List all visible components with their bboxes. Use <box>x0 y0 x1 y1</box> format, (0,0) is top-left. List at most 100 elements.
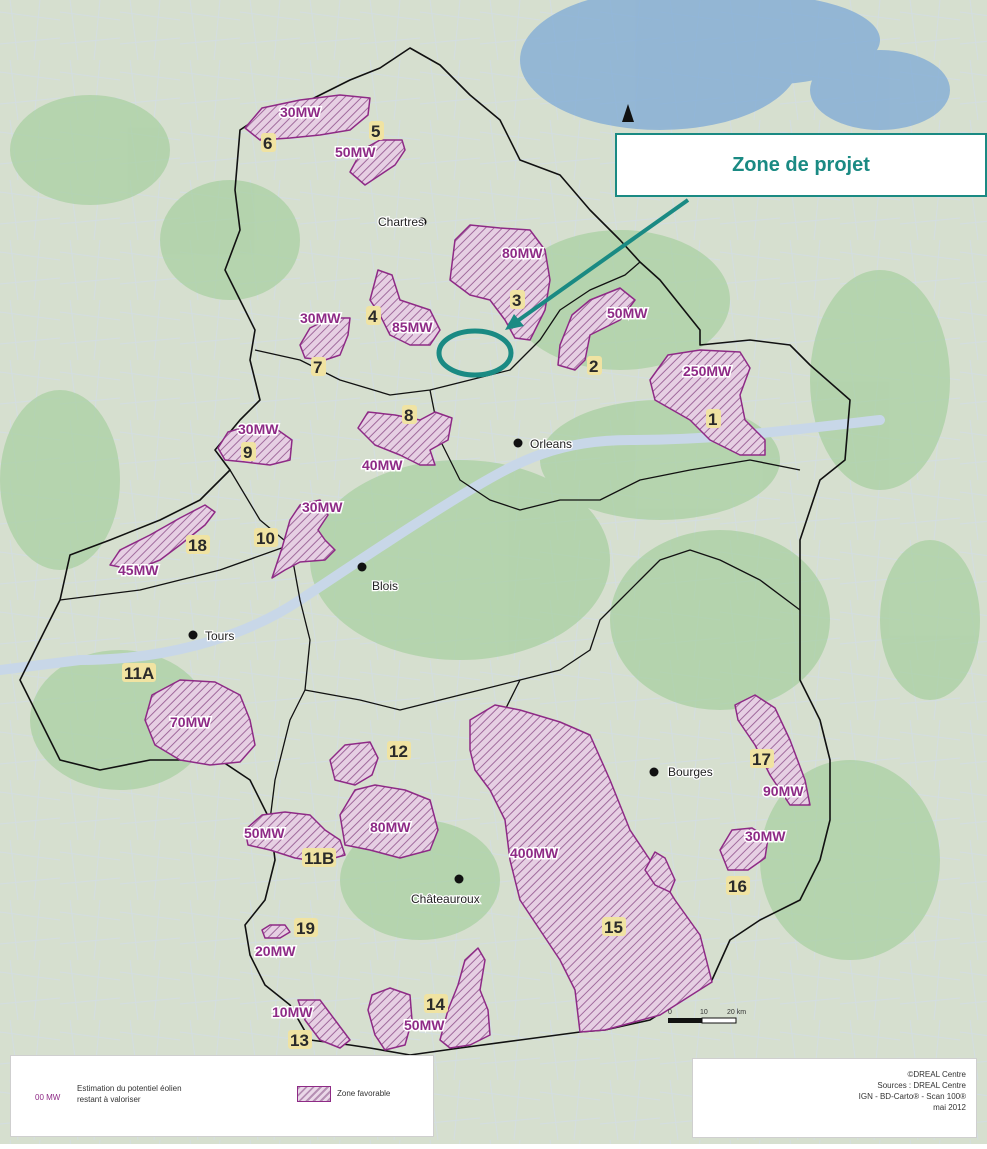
city-label-bourges: Bourges <box>668 765 713 779</box>
zone-14-shape <box>367 987 413 1051</box>
zone-mw-label-4: 85MW <box>392 319 433 335</box>
zone-number-bg-3 <box>510 290 525 309</box>
zone-number-16: 16 <box>728 877 747 896</box>
zone-mw-label-12: 80MW <box>370 819 411 835</box>
legend: 00 MW Estimation du potentiel éolien res… <box>10 1055 434 1137</box>
zone-number-bg-19 <box>294 918 318 937</box>
zone-number-15: 15 <box>604 918 623 937</box>
zone-number-bg-18 <box>186 535 210 554</box>
zone-16-shape <box>719 827 769 871</box>
favorable-zones <box>109 94 811 1051</box>
zone-number-1: 1 <box>708 410 717 429</box>
zone-14b-shape <box>439 947 491 1049</box>
zone-number-5: 5 <box>371 122 380 141</box>
zone-3-shape <box>449 224 551 341</box>
zone-15-shape <box>469 704 713 1033</box>
project-zone-callout: Zone de projet <box>615 133 987 197</box>
zone-mw-label-10: 30MW <box>302 499 343 515</box>
zone-number-bg-11b <box>302 848 336 867</box>
zone-mw-label-19: 20MW <box>255 943 296 959</box>
credit-line-3: IGN - BD-Carto® - Scan 100® <box>858 1092 966 1101</box>
city-dot-orleans <box>513 438 523 448</box>
scale-bar: 0 10 20 km <box>668 1009 746 1024</box>
zone-mw-label-17: 90MW <box>763 783 804 799</box>
project-zone-arrow <box>514 198 690 324</box>
project-zone-ellipse <box>436 328 514 378</box>
credit-line-4: mai 2012 <box>933 1103 966 1112</box>
zone-number-bg-2 <box>587 356 602 375</box>
zone-mw-label-9: 30MW <box>238 421 279 437</box>
zone-number-10: 10 <box>256 529 275 548</box>
zone-8-shape <box>357 411 453 466</box>
zone-number-9: 9 <box>243 443 252 462</box>
city-dot-chartres <box>417 217 427 227</box>
city-label-tours: Tours <box>205 629 234 643</box>
zone-mw-label-5: 50MW <box>335 144 376 160</box>
credit-line-1: ©DREAL Centre <box>907 1070 966 1079</box>
zone-mw-label-1: 250MW <box>683 363 732 379</box>
city-markers: ChartresOrleansBloisToursBourgesChâteaur… <box>188 214 714 907</box>
zone-mw-label-2: 50MW <box>607 305 648 321</box>
forest-areas <box>0 95 980 960</box>
region-boundary <box>19 47 851 1056</box>
zone-mw-label-16: 30MW <box>745 828 786 844</box>
zone-mw-label-7: 30MW <box>300 310 341 326</box>
zone-number-bg-8 <box>402 405 417 424</box>
zone-number-bg-5 <box>369 121 384 140</box>
zone-13-shape <box>297 999 351 1049</box>
zone-number-bg-1 <box>706 409 721 428</box>
scale-mark-20: 20 km <box>727 1009 746 1016</box>
zone-mw-label-11a: 70MW <box>170 714 211 730</box>
zone-12-shape <box>329 741 379 786</box>
zone-10-shape <box>271 499 336 579</box>
zone-mw-label-11b: 50MW <box>244 825 285 841</box>
city-dot-blois <box>357 562 367 572</box>
zone-number-bg-15 <box>602 917 626 936</box>
credit-line-2: Sources : DREAL Centre <box>877 1081 966 1090</box>
zone-number-6: 6 <box>263 134 272 153</box>
zone-number-13: 13 <box>290 1031 309 1050</box>
legend-mw-description: Estimation du potentiel éolien restant à… <box>77 1084 182 1104</box>
zone-number-2: 2 <box>589 357 598 376</box>
zone-number-4: 4 <box>368 307 378 326</box>
zone-number-bg-13 <box>288 1030 312 1049</box>
zone-number-7: 7 <box>313 358 322 377</box>
city-label-chateauroux: Châteauroux <box>411 892 480 906</box>
zone-16b-shape <box>644 851 676 893</box>
zone-19-shape <box>261 924 291 939</box>
zone-6-shape <box>244 94 371 141</box>
city-label-chartres: Chartres <box>378 215 424 229</box>
scale-mark-10: 10 <box>700 1009 708 1016</box>
zone-12b-shape <box>339 784 439 859</box>
zone-number-19: 19 <box>296 919 315 938</box>
zone-number-bg-14 <box>424 994 448 1013</box>
project-zone-label: Zone de projet <box>732 153 870 176</box>
zone-number-bg-7 <box>311 357 326 376</box>
zone-5-shape <box>349 139 406 186</box>
arrow-head <box>505 314 524 330</box>
zone-number-bg-11a <box>122 663 156 682</box>
city-dot-bourges <box>649 767 659 777</box>
zone-mw-label-18: 45MW <box>118 562 159 578</box>
zone-number-8: 8 <box>404 406 413 425</box>
zone-number-14: 14 <box>426 995 445 1014</box>
zone-mw-label-6: 30MW <box>280 104 321 120</box>
north-arrow-icon <box>622 104 634 122</box>
zone-mw-label-13: 10MW <box>272 1004 313 1020</box>
zone-number-17: 17 <box>752 750 771 769</box>
zone-number-bg-12 <box>387 741 411 760</box>
legend-zone-label: Zone favorable <box>337 1089 391 1098</box>
city-label-orleans: Orleans <box>530 437 572 451</box>
scale-mark-0: 0 <box>668 1009 672 1016</box>
zone-number-11b: 11B <box>304 849 334 868</box>
zone-number-bg-4 <box>366 306 381 325</box>
zone-mw-label-14: 50MW <box>404 1017 445 1033</box>
zone-mw-label-3: 80MW <box>502 245 543 261</box>
zone-number-11a: 11A <box>124 664 154 683</box>
zone-number-bg-17 <box>750 749 774 768</box>
urban-area-paris <box>520 0 950 130</box>
zone-labels: 1250MW250MW380MW485MW550MW630MW730MW840M… <box>117 103 806 1051</box>
zone-number-3: 3 <box>512 291 521 310</box>
zone-number-18: 18 <box>188 536 207 555</box>
hatch-swatch-icon <box>297 1086 331 1102</box>
